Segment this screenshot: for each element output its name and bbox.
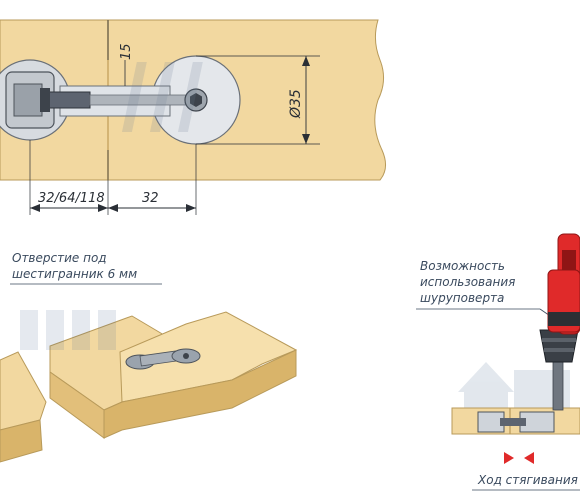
iso-panel-b-front xyxy=(103,349,297,439)
travel-arrow-right-icon xyxy=(524,452,534,464)
dim-arrow-2 xyxy=(98,204,108,212)
watermark-logo xyxy=(121,62,203,132)
screwdriver-annotation: Возможность использования шуруповерта xyxy=(416,259,557,321)
dim-arrow-3 xyxy=(108,204,118,212)
section-bolt xyxy=(500,418,526,426)
tightening-travel-label: Ход стягивания xyxy=(477,473,578,487)
iso-hex-socket-icon xyxy=(183,353,189,359)
screwdriver-label-line2: использования xyxy=(420,275,515,289)
chuck-ring-2 xyxy=(544,348,574,352)
iso-panel-left-top xyxy=(0,351,47,431)
travel-arrow-left-icon xyxy=(504,452,514,464)
dim-arrow-1 xyxy=(30,204,40,212)
dim-35-arrow-top xyxy=(302,56,310,66)
section-view: Ход стягивания xyxy=(451,233,580,491)
dim-arrow-4 xyxy=(186,204,196,212)
tension-rod xyxy=(89,94,191,106)
hex-hole-label-line2: шестигранник 6 мм xyxy=(12,267,137,281)
drill-collar xyxy=(548,312,580,326)
screwdriver-label-line3: шуруповерта xyxy=(420,291,504,305)
top-plan-view: 15 Ø35 32/64/118 32 xyxy=(0,19,386,215)
bolt-shaft xyxy=(43,91,91,109)
hex-socket-icon xyxy=(190,93,202,107)
iso-watermark xyxy=(20,310,116,350)
bolt-collar xyxy=(40,88,50,112)
hex-hole-label-line1: Отверстие под xyxy=(12,251,107,265)
left-housing-slot xyxy=(13,83,43,117)
dim-edge-distance: 15 xyxy=(119,43,134,60)
dim-spacing-options: 32/64/118 xyxy=(38,191,105,206)
dim-35-arrow-bottom xyxy=(302,134,310,144)
drill-chuck xyxy=(539,329,579,363)
iso-panel-left-side xyxy=(0,419,43,463)
isometric-view xyxy=(0,310,298,463)
screwdriver-label-line1: Возможность xyxy=(420,259,505,273)
drill-vent xyxy=(562,250,576,270)
chuck-ring-1 xyxy=(542,338,576,342)
hex-hole-annotation: Отверстие под шестигранник 6 мм xyxy=(10,251,162,285)
dim-hole-offset: 32 xyxy=(142,191,159,206)
dim-hole-diameter: Ø35 xyxy=(288,89,304,119)
